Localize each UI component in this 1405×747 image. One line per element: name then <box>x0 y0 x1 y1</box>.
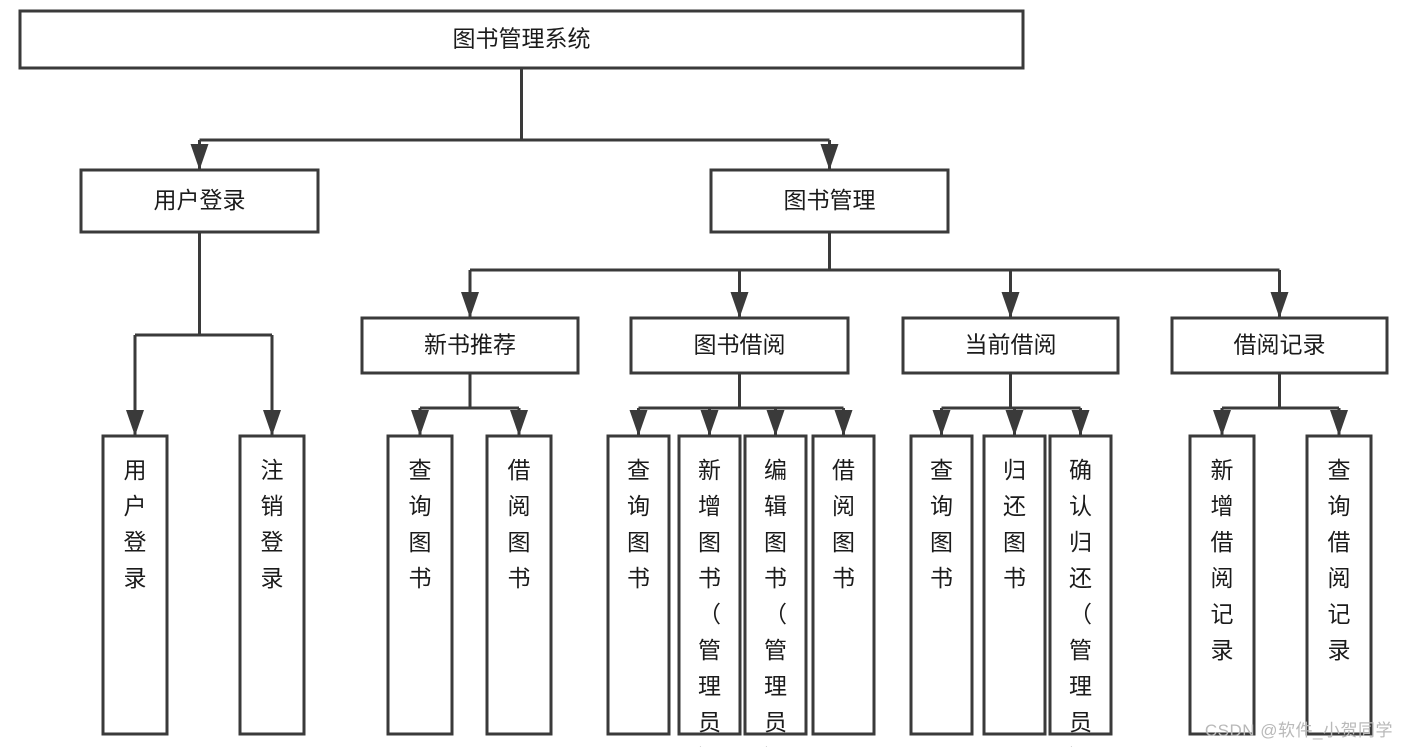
node-borrow-record[interactable]: 借阅记录 <box>1170 316 1389 375</box>
currentborrow-to-leaves-arrow-0 <box>932 410 951 436</box>
bookmanage-to-level3-arrow-2 <box>1001 292 1020 318</box>
leaf-query-book-2-label: 查询图书 <box>627 457 650 591</box>
leaf-return-book-label: 归还图书 <box>1003 457 1026 591</box>
bookborrow-to-leaves-arrow-1 <box>700 410 719 436</box>
leaf-query-book-2[interactable]: 查询图书 <box>606 434 671 736</box>
leaf-return-book-rect[interactable] <box>982 434 1047 736</box>
bookmanage-to-level3-arrow-0 <box>461 292 479 318</box>
node-current-borrow-label: 当前借阅 <box>965 332 1057 358</box>
leaf-add-record[interactable]: 新增借阅记录 <box>1188 434 1256 736</box>
leaf-borrow-book-2[interactable]: 借阅图书 <box>811 434 876 736</box>
borrowrecord-to-leaves-arrow-1 <box>1330 410 1348 436</box>
leaf-confirm-return[interactable]: 确认归还（管理员） <box>1048 434 1113 747</box>
leaf-user-login-rect[interactable] <box>101 434 169 736</box>
node-book-borrow[interactable]: 图书借阅 <box>629 316 850 375</box>
leaf-query-book-3-label: 查询图书 <box>930 457 953 591</box>
leaf-logout-label: 注销登录 <box>261 457 284 591</box>
node-book-management-rect[interactable] <box>709 168 950 234</box>
leaf-add-book-label: 新增图书（管理员） <box>698 457 721 747</box>
leaf-add-book-rect[interactable] <box>677 434 742 736</box>
node-book-management-label: 图书管理 <box>784 187 876 213</box>
leaf-query-book-3-rect[interactable] <box>909 434 974 736</box>
bookmanage-to-level3-arrow-3 <box>1270 292 1289 318</box>
leaf-borrow-book-2-label: 借阅图书 <box>832 457 855 591</box>
leaf-confirm-return-label: 确认归还（管理员） <box>1069 457 1092 747</box>
node-user-login-label: 用户登录 <box>154 187 246 213</box>
currentborrow-to-leaves-arrow-1 <box>1005 410 1024 436</box>
leaf-query-book-2-rect[interactable] <box>606 434 671 736</box>
connector-layer <box>126 68 1348 436</box>
leaf-query-record-rect[interactable] <box>1305 434 1373 736</box>
leaf-add-book[interactable]: 新增图书（管理员） <box>677 434 742 747</box>
leaf-user-login-label: 用户登录 <box>124 457 147 591</box>
node-root-system[interactable]: 图书管理系统 <box>18 9 1025 70</box>
node-book-borrow-rect[interactable] <box>629 316 850 375</box>
bookborrow-to-leaves-arrow-0 <box>629 410 648 436</box>
leaf-confirm-return-rect[interactable] <box>1048 434 1113 736</box>
leaf-logout-rect[interactable] <box>238 434 306 736</box>
leaf-edit-book-rect[interactable] <box>743 434 808 736</box>
node-root-system-rect[interactable] <box>18 9 1025 70</box>
leaf-borrow-book-1[interactable]: 借阅图书 <box>485 434 553 736</box>
leaf-add-record-rect[interactable] <box>1188 434 1256 736</box>
newbook-to-leaves-arrow-1 <box>510 410 528 436</box>
node-new-book-recommend-rect[interactable] <box>360 316 580 375</box>
node-user-login[interactable]: 用户登录 <box>79 168 320 234</box>
borrowrecord-to-leaves-arrow-0 <box>1213 410 1231 436</box>
node-new-book-recommend[interactable]: 新书推荐 <box>360 316 580 375</box>
leaf-logout[interactable]: 注销登录 <box>238 434 306 736</box>
leaf-query-record-label: 查询借阅记录 <box>1328 457 1351 663</box>
node-current-borrow[interactable]: 当前借阅 <box>901 316 1120 375</box>
node-book-borrow-label: 图书借阅 <box>694 332 786 358</box>
newbook-to-leaves-arrow-0 <box>411 410 429 436</box>
leaf-add-record-label: 新增借阅记录 <box>1211 457 1234 663</box>
leaf-borrow-book-1-rect[interactable] <box>485 434 553 736</box>
root-to-level2-arrow-0 <box>190 144 209 170</box>
bookmanage-to-level3-arrow-1 <box>730 292 749 318</box>
leaf-query-book-3[interactable]: 查询图书 <box>909 434 974 736</box>
leaf-query-record[interactable]: 查询借阅记录 <box>1305 434 1373 736</box>
node-root-system-label: 图书管理系统 <box>453 26 591 52</box>
node-book-management[interactable]: 图书管理 <box>709 168 950 234</box>
node-user-login-rect[interactable] <box>79 168 320 234</box>
userlogin-to-leaves-arrow-0 <box>126 410 144 436</box>
leaf-edit-book-label: 编辑图书（管理员） <box>764 457 787 747</box>
currentborrow-to-leaves-arrow-2 <box>1071 410 1090 436</box>
leaf-query-book-1-rect[interactable] <box>386 434 454 736</box>
leaf-query-book-1-label: 查询图书 <box>409 457 432 591</box>
leaf-user-login[interactable]: 用户登录 <box>101 434 169 736</box>
node-layer: 图书管理系统用户登录图书管理新书推荐图书借阅当前借阅借阅记录用户登录注销登录查询… <box>18 9 1389 747</box>
node-borrow-record-label: 借阅记录 <box>1234 332 1326 358</box>
leaf-query-book-1[interactable]: 查询图书 <box>386 434 454 736</box>
node-borrow-record-rect[interactable] <box>1170 316 1389 375</box>
node-new-book-recommend-label: 新书推荐 <box>424 332 516 358</box>
leaf-borrow-book-1-label: 借阅图书 <box>508 457 531 591</box>
node-current-borrow-rect[interactable] <box>901 316 1120 375</box>
bookborrow-to-leaves-arrow-2 <box>766 410 785 436</box>
leaf-edit-book[interactable]: 编辑图书（管理员） <box>743 434 808 747</box>
leaf-borrow-book-2-rect[interactable] <box>811 434 876 736</box>
root-to-level2-arrow-1 <box>820 144 839 170</box>
leaf-return-book[interactable]: 归还图书 <box>982 434 1047 736</box>
bookborrow-to-leaves-arrow-3 <box>834 410 853 436</box>
userlogin-to-leaves-arrow-1 <box>263 410 281 436</box>
